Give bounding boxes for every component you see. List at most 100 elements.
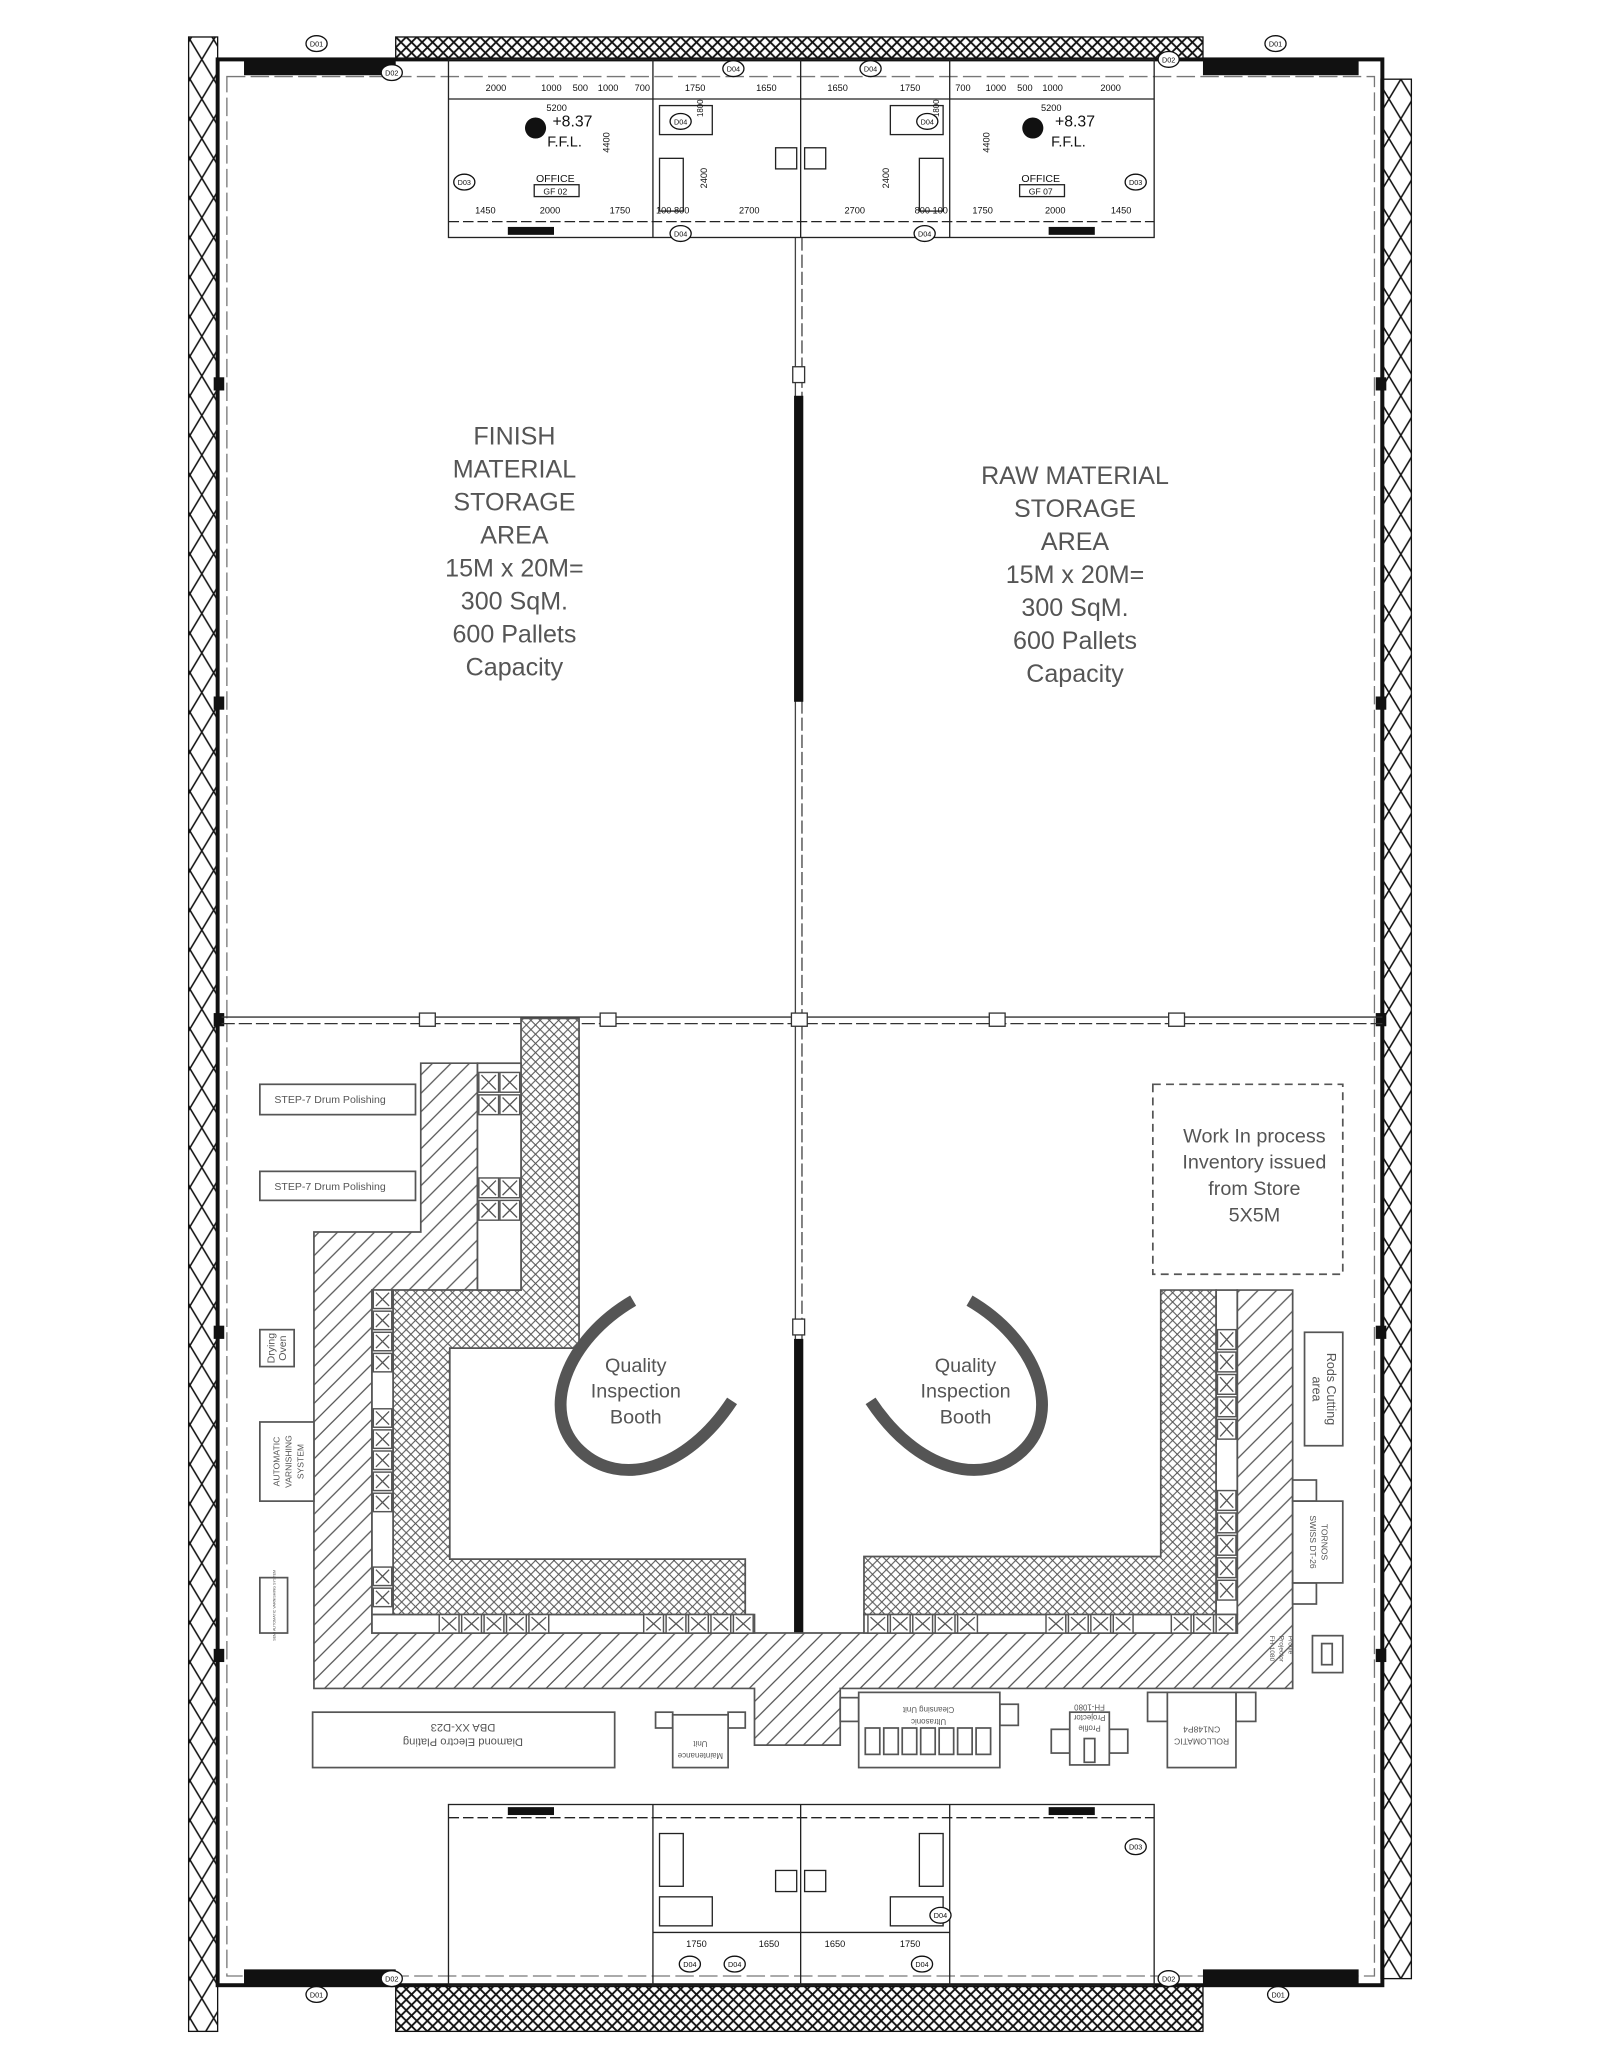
dimension-label: 500 (573, 83, 588, 93)
dimension-label: 1800 (932, 99, 941, 117)
office-label: OFFICE (1021, 173, 1060, 185)
door-tag: D04 (674, 229, 687, 238)
partitions (221, 237, 1383, 1689)
tornos-label: TORNOS (1320, 1524, 1330, 1561)
pallet-box (710, 1613, 732, 1634)
office-code: GF 07 (1029, 187, 1053, 197)
office-code: GF 02 (543, 187, 567, 197)
door-tag-circle (722, 60, 745, 78)
varnishing-label: VARNISHING (284, 1435, 294, 1488)
dimension-label: 4400 (981, 132, 991, 153)
door-tag-circle (929, 1906, 952, 1924)
pallet-box (499, 1199, 521, 1221)
dimension-label: 5200 (546, 103, 567, 113)
pallet-box (478, 1094, 500, 1116)
door-tag: D02 (1162, 55, 1175, 64)
door-tag-circle (910, 1955, 934, 1973)
pallet-box (1216, 1373, 1237, 1396)
dimension-label: 1000 (1042, 83, 1063, 93)
pallet-box (1216, 1351, 1237, 1373)
door-tag-circle (859, 60, 882, 78)
finish-storage-label: STORAGE (453, 489, 575, 517)
door-tag: D02 (385, 1975, 398, 1984)
dimension-label: 2700 (844, 206, 865, 216)
door-tag-circle (916, 112, 939, 130)
door-tag: D01 (310, 39, 323, 48)
door-tag: D04 (728, 1960, 741, 1969)
dimension-label: 1750 (900, 1939, 921, 1949)
raw-storage-label: AREA (1041, 528, 1110, 556)
door-tag: D04 (864, 65, 877, 74)
pallet-box (483, 1613, 505, 1634)
pallet-box (505, 1613, 528, 1634)
pallet-box (912, 1613, 934, 1634)
pallet-box (1216, 1579, 1237, 1601)
dimension-label: 700 (955, 83, 970, 93)
dimension-label: 1650 (759, 1939, 780, 1949)
electro-plating-label: DBA XX-D23 (431, 1721, 496, 1733)
finish-storage-label: MATERIAL (453, 456, 576, 484)
pallet-box (372, 1352, 393, 1373)
wip-label: Inventory issued (1182, 1152, 1326, 1174)
pallet-box (478, 1199, 500, 1221)
dimension-label: 1650 (827, 83, 848, 93)
profile-projector-label: Profile (1078, 1723, 1101, 1732)
profile-projector-label: FH-1080 (1074, 1702, 1105, 1711)
door-tag: D04 (683, 1960, 696, 1969)
profile-projector-right-label: Projector (1277, 1636, 1284, 1663)
pallet-box (1216, 1512, 1237, 1534)
wip-label: from Store (1208, 1178, 1300, 1200)
dimension-label: 1450 (475, 206, 496, 216)
dimension-label: 1750 (685, 83, 706, 93)
pallet-box (1067, 1613, 1089, 1634)
dimension-label: 1800 (696, 99, 705, 117)
door-tag-circle (913, 224, 936, 243)
dimension-label: 1450 (1111, 206, 1132, 216)
drum-polishing-1-label: STEP-7 Drum Polishing (274, 1094, 385, 1106)
finish-storage-label: 300 SqM. (461, 587, 568, 615)
profile-projector-label: Projector (1073, 1713, 1105, 1722)
pallet-box (665, 1613, 687, 1634)
quality-booth-left-label: Booth (610, 1406, 662, 1428)
pallet-box (528, 1613, 550, 1634)
pallet-box (687, 1613, 710, 1634)
dimension-label: 1000 (541, 83, 562, 93)
dimension-label: 2000 (540, 206, 561, 216)
dimension-label: 1750 (610, 206, 631, 216)
machines (258, 1083, 1344, 1769)
pallet-boxes (372, 1071, 1237, 1634)
pallet-box (1193, 1613, 1215, 1634)
dimension-label: 2000 (486, 83, 507, 93)
ffl-label: F.F.L. (1051, 134, 1086, 150)
raw-storage-label: Capacity (1026, 660, 1124, 688)
profile-projector-right-label: FH-1080 (1268, 1636, 1275, 1662)
door-tag: D04 (918, 229, 931, 238)
pallet-box (889, 1613, 911, 1634)
profile-projector-right-label: Profile (1287, 1636, 1294, 1655)
dimension-label: 100 800 (656, 206, 689, 216)
door-tag: D01 (1271, 1990, 1284, 1999)
pallet-box (438, 1613, 460, 1634)
door-tag: D03 (458, 178, 471, 187)
rods-cutting-label: area (1309, 1376, 1323, 1401)
maintenance-label: Unit (693, 1739, 708, 1748)
pallet-box (642, 1613, 665, 1634)
door-tag: D01 (310, 1990, 323, 1999)
quality-booth-right (865, 1295, 1048, 1476)
door-tag-circle (1124, 1838, 1147, 1856)
pallet-box (1170, 1613, 1192, 1634)
pallet-box (372, 1310, 393, 1331)
pallet-box (1045, 1613, 1067, 1634)
finish-storage-label: Capacity (466, 653, 564, 681)
finish-storage-label: FINISH (473, 423, 555, 451)
door-tag: D03 (1129, 178, 1142, 187)
rollomatic-label: ROLLOMATIC (1174, 1737, 1229, 1747)
door-tag: D04 (915, 1960, 928, 1969)
pallet-box (372, 1408, 393, 1428)
pallet-box (1216, 1328, 1237, 1351)
pallet-box (372, 1429, 393, 1450)
dimension-label: 800 100 (915, 206, 948, 216)
pallet-box (372, 1587, 393, 1608)
dimension-label: 500 (1017, 83, 1032, 93)
